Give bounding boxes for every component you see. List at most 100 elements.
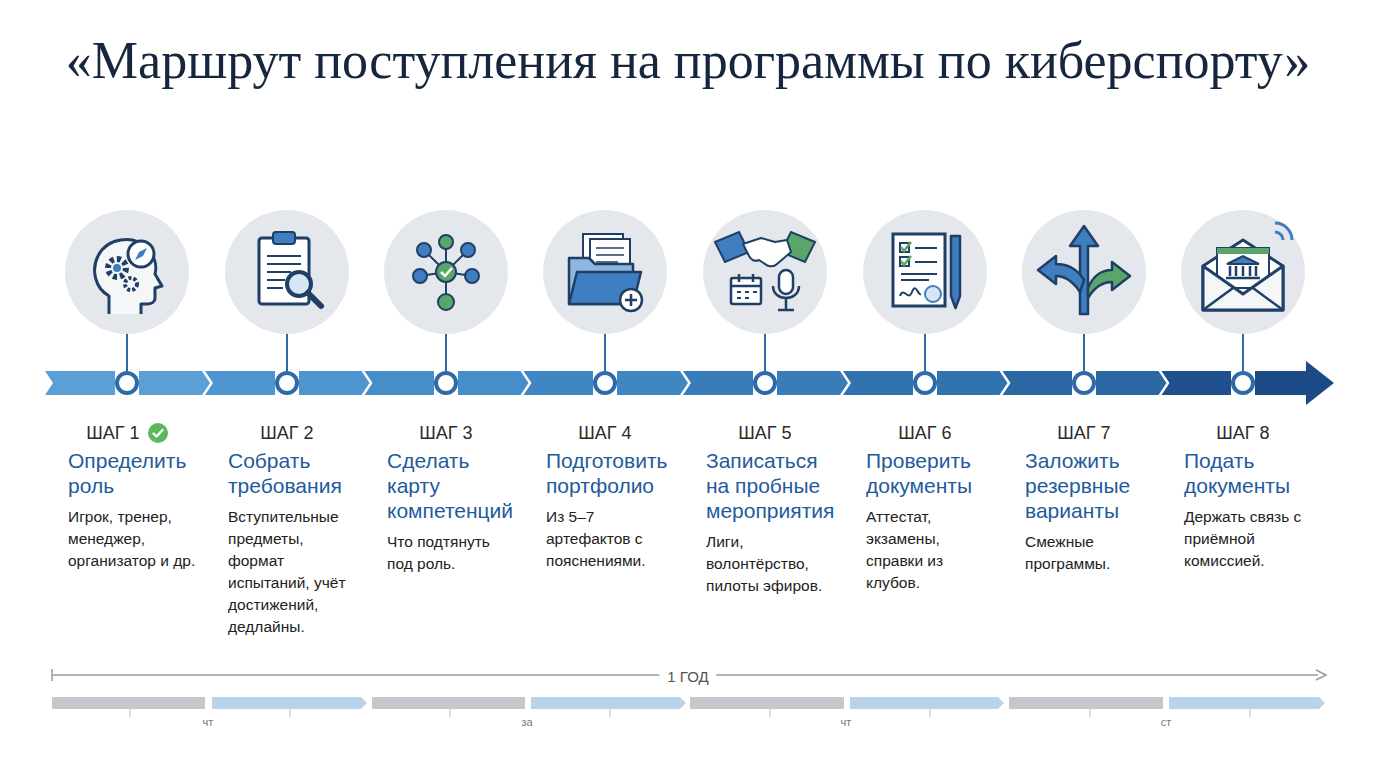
graphic-part xyxy=(901,256,911,265)
step-description: Что подтянуть под роль. xyxy=(371,531,521,575)
step-description: Вступительные предметы, формат испытаний… xyxy=(212,506,362,638)
step-marker: ШАГ 5Записаться на пробные мероприятияЛи… xyxy=(753,371,777,395)
graphic-part xyxy=(743,238,791,266)
icon-graphic xyxy=(543,210,667,334)
graphic-part xyxy=(1275,223,1292,240)
step-icon xyxy=(225,210,349,334)
icon-stalk xyxy=(126,334,128,371)
period-bar xyxy=(212,697,367,709)
graphic-part xyxy=(308,293,321,306)
graphic-part xyxy=(1203,266,1283,310)
period-bar xyxy=(690,697,844,709)
band-segment xyxy=(1003,371,1073,395)
icon-graphic xyxy=(1181,210,1305,334)
graphic-part xyxy=(1203,288,1283,310)
graphic-part xyxy=(439,235,453,249)
graphic-part xyxy=(1038,256,1084,292)
graphic-part xyxy=(596,248,624,262)
band-segment xyxy=(299,371,370,395)
step-number: ШАГ 5 xyxy=(738,422,791,444)
period-bar xyxy=(52,697,205,709)
step-icon xyxy=(543,210,667,334)
band-arrowhead xyxy=(1255,361,1334,405)
graphic-part xyxy=(951,236,960,308)
graphic-part xyxy=(925,286,941,302)
step-text-column: ШАГ 1 Определить рольИгрок, тренер, менед… xyxy=(52,422,202,572)
step-number: ШАГ 1 xyxy=(86,422,139,444)
graphic-part xyxy=(108,259,126,277)
step-heading: Подготовить портфолио xyxy=(530,448,680,498)
icon-stalk xyxy=(924,334,926,371)
band-segment xyxy=(843,371,913,395)
step-heading: Подать документы xyxy=(1168,448,1318,498)
graphic-part xyxy=(893,234,945,306)
step-heading: Записаться на пробные мероприятия xyxy=(690,448,840,523)
icon-stalk xyxy=(604,334,606,371)
graphic-part xyxy=(148,423,168,443)
graphic-part xyxy=(1226,266,1260,278)
step-marker: ШАГ 4Подготовить портфолиоИз 5–7 артефак… xyxy=(593,371,617,395)
step-icon xyxy=(65,210,189,334)
band-segment xyxy=(139,371,210,395)
graphic-part xyxy=(461,243,475,257)
step-row: ШАГ 5 xyxy=(690,422,840,444)
graphic-part xyxy=(1217,248,1269,254)
step-row: ШАГ 2 xyxy=(212,422,362,444)
icon-stalk xyxy=(286,334,288,371)
step-number: ШАГ 8 xyxy=(1216,422,1269,444)
graphic-part xyxy=(153,430,162,437)
step-text-column: ШАГ 8Подать документыДержать связь с при… xyxy=(1168,422,1318,572)
icon-graphic xyxy=(1022,210,1146,334)
band-segment xyxy=(458,371,529,395)
graphic-part xyxy=(125,278,137,290)
step-text-column: ШАГ 7 Заложить резервные вариантыСмежные … xyxy=(1009,422,1159,575)
band-segment xyxy=(524,371,594,395)
band-segment xyxy=(683,371,753,395)
graphic-part xyxy=(731,274,761,286)
step-icon xyxy=(863,210,987,334)
step-icon xyxy=(384,210,508,334)
step-row: ШАГ 7 xyxy=(1009,422,1159,444)
step-heading: Определить роль xyxy=(52,448,202,498)
step-marker: ШАГ 2Собрать требованияВступительные пре… xyxy=(275,371,299,395)
timeline-connector xyxy=(777,371,913,395)
graphic-part xyxy=(436,262,456,282)
year-tick xyxy=(51,669,53,681)
step-text-column: ШАГ 6Проверить документыАттестат, экзаме… xyxy=(850,422,1000,594)
period-bar xyxy=(1009,697,1163,709)
graphic-part xyxy=(773,286,799,310)
step-marker: ШАГ 8Подать документыДержать связь с при… xyxy=(1231,371,1255,395)
graphic-part xyxy=(1088,262,1130,298)
step-number: ШАГ 6 xyxy=(898,422,951,444)
period-bar xyxy=(372,697,525,709)
step-heading: Заложить резервные варианты xyxy=(1009,448,1159,523)
step-icon xyxy=(1181,210,1305,334)
band-segment xyxy=(205,371,275,395)
band-segment xyxy=(937,371,1008,395)
graphic-part xyxy=(737,292,757,298)
step-description: Смежные программы. xyxy=(1009,531,1159,575)
graphic-part xyxy=(273,232,295,244)
step-text-column: ШАГ 2Собрать требованияВступительные пре… xyxy=(212,422,362,638)
step-text-column: ШАГ 4Подготовить портфолиоИз 5–7 артефак… xyxy=(530,422,680,572)
band-segment xyxy=(777,371,848,395)
step-description: Из 5–7 артефактов с пояснениями. xyxy=(530,506,680,572)
band-segment xyxy=(1162,371,1232,395)
step-row: ШАГ 6 xyxy=(850,422,1000,444)
diagram-title: «Маршрут поступления на программы по киб… xyxy=(0,30,1376,92)
graphic-part xyxy=(625,294,637,306)
graphic-part xyxy=(779,270,793,294)
step-row: ШАГ 8 xyxy=(1168,422,1318,444)
step-text-column: ШАГ 5Записаться на пробные мероприятияЛи… xyxy=(690,422,840,597)
step-description: Игрок, тренер, менеджер, организатор и д… xyxy=(52,506,202,572)
graphic-part xyxy=(901,248,937,280)
step-marker: ШАГ 6Проверить документыАттестат, экзаме… xyxy=(913,371,937,395)
icon-stalk xyxy=(1242,334,1244,371)
graphic-part xyxy=(413,269,427,283)
step-heading: Сделать карту компетенций xyxy=(371,448,521,523)
duration-label: 1 ГОД xyxy=(659,668,716,685)
graphic-part xyxy=(438,294,454,310)
period-bar xyxy=(850,697,1004,709)
period-label: за xyxy=(521,716,532,728)
